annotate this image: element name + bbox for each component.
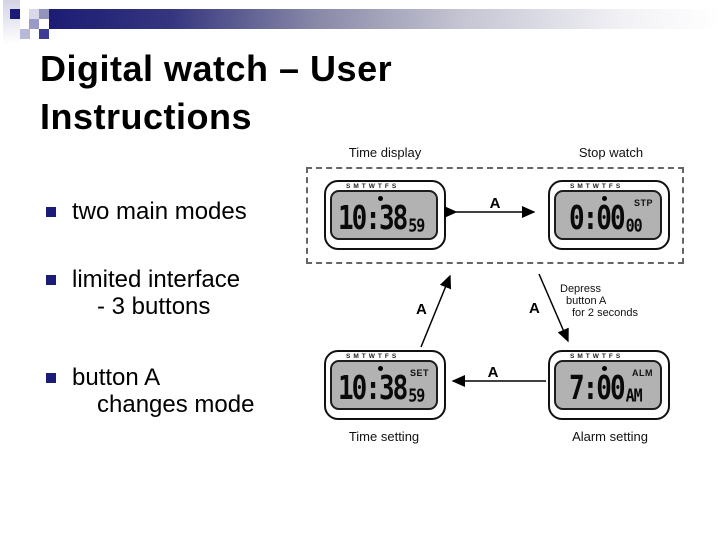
label-time-setting: Time setting: [348, 429, 420, 444]
watch-alarm-setting: S M T W T F S ALM 7:00 AM: [548, 350, 670, 420]
indicator-dot-icon: [378, 366, 383, 371]
bullet-item-modes: two main modes: [46, 198, 247, 225]
indicator-dot-icon: [602, 196, 607, 201]
mosaic-square-navy: [10, 9, 20, 19]
lcd-time: 10:38: [338, 370, 408, 408]
lcd-time: 0:00: [569, 200, 626, 238]
depress-note-line3: for 2 seconds: [572, 307, 639, 319]
bullet-item-interface: limited interface - 3 buttons: [46, 266, 240, 320]
slide-title: Digital watch – User Instructions: [40, 45, 392, 141]
lcd-screen: SET 10:38 59: [330, 360, 438, 410]
weekday-row: S M T W T F S: [570, 183, 621, 190]
bullet-subtext: - 3 buttons: [97, 293, 211, 320]
bullet-text: limited interface: [72, 266, 241, 293]
bullet-subtext: changes mode: [97, 391, 255, 418]
lcd-screen: ALM 7:00 AM: [554, 360, 662, 410]
mode-flag: STP: [633, 198, 653, 208]
bullet-text: two main modes: [72, 198, 247, 225]
bullet-square-icon: [46, 206, 56, 217]
lcd-screen: STP 0:00 00: [554, 190, 662, 240]
lcd-time: 7:00: [569, 370, 626, 408]
indicator-dot-icon: [602, 366, 607, 371]
weekday-row: S M T W T F S: [570, 353, 621, 360]
depress-note-line1: Depress: [560, 283, 601, 295]
mode-flag: SET: [409, 368, 429, 378]
slide-title-line2: Instructions: [40, 96, 253, 137]
mosaic-square-mid: [29, 19, 39, 29]
mosaic-square-light: [29, 9, 39, 19]
lcd-time: 10:38: [338, 200, 408, 238]
label-alarm-setting: Alarm setting: [572, 429, 648, 444]
arrow-label-a-bottom: A: [487, 364, 499, 381]
mode-flag: ALM: [632, 368, 653, 378]
watch-time-setting: S M T W T F S SET 10:38 59: [324, 350, 446, 420]
lcd-seconds: 00: [625, 214, 643, 237]
mosaic-square-lavender: [20, 29, 30, 39]
bullet-item-button-a: button A changes mode: [46, 364, 254, 418]
arrow-label-a-top: A: [489, 195, 501, 212]
arrow-label-a-right: A: [529, 300, 540, 317]
header-strip-decoration: [3, 0, 20, 44]
slide-title-line1: Digital watch – User: [40, 48, 393, 89]
lcd-seconds: 59: [408, 214, 425, 237]
watch-stop-watch: S M T W T F S STP 0:00 00: [548, 180, 670, 250]
mosaic-square-dark: [39, 29, 49, 39]
lcd-am-flag: AM: [625, 384, 643, 407]
mosaic-square-slate: [39, 9, 49, 19]
weekday-row: S M T W T F S: [346, 353, 397, 360]
depress-note: Depress button A for 2 seconds: [560, 283, 638, 319]
bullet-text: button A: [72, 364, 161, 391]
weekday-row: S M T W T F S: [346, 183, 397, 190]
watch-time-display: S M T W T F S 10:38 59: [324, 180, 446, 250]
header-gradient-bar: [49, 9, 720, 29]
arrow-label-a-left: A: [416, 301, 427, 318]
bullet-square-icon: [46, 274, 56, 285]
depress-note-line2: button A: [566, 295, 607, 307]
lcd-seconds: 59: [408, 384, 425, 407]
bullet-square-icon: [46, 372, 56, 383]
lcd-screen: 10:38 59: [330, 190, 438, 240]
label-time-display: Time display: [348, 145, 422, 160]
main-modes-dashed-box: [306, 167, 684, 264]
label-stop-watch: Stop watch: [578, 145, 644, 160]
indicator-dot-icon: [378, 196, 383, 201]
